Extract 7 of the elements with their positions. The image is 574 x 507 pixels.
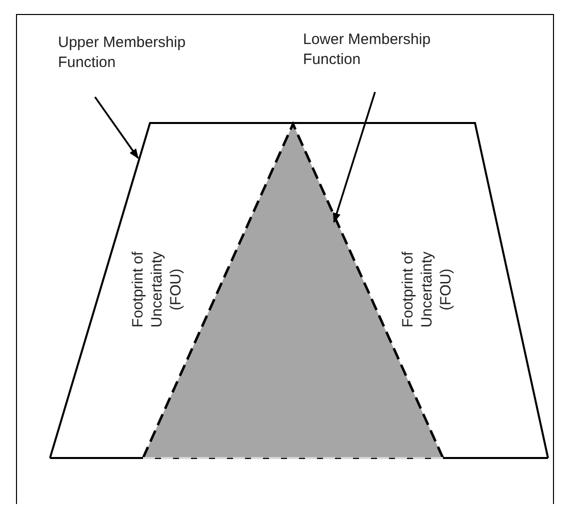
upper-membership-trapezoid bbox=[49, 120, 549, 459]
callout-text: Lower Membership Function bbox=[303, 30, 453, 70]
region-label: Footprint of Uncertainty (FOU) bbox=[398, 250, 456, 330]
leader-arrow bbox=[94, 96, 139, 159]
leader-arrow bbox=[332, 92, 376, 223]
region-label: Footprint of Uncertainty (FOU) bbox=[128, 250, 186, 330]
callout-text: Upper Membership Function bbox=[58, 33, 208, 73]
